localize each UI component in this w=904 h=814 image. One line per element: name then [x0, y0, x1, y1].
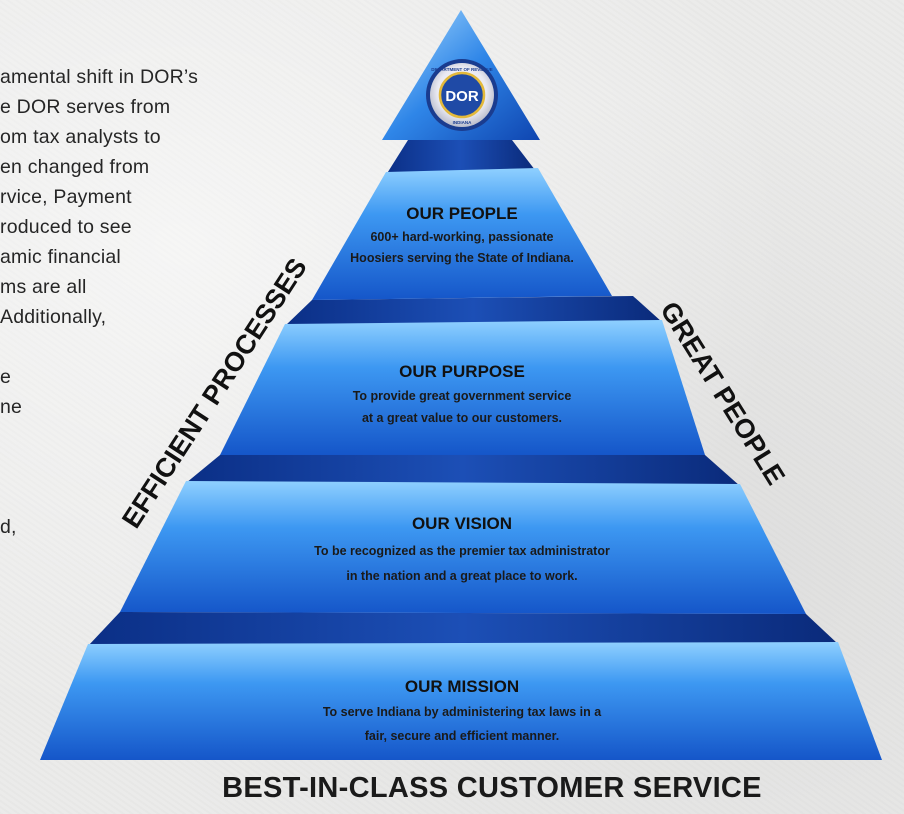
body-text-line: d,: [0, 516, 17, 538]
body-text-line: en changed from: [0, 156, 150, 178]
body-text-line: ne: [0, 396, 23, 418]
tier-people-line-2: Hoosiers serving the State of Indiana.: [350, 251, 574, 265]
tier-mission-title: OUR MISSION: [405, 677, 519, 696]
tier-connector-4: [88, 612, 838, 646]
body-text-line: e: [0, 366, 12, 388]
dor-seal-icon: DOR DEPARTMENT OF REVENUE INDIANA: [426, 59, 498, 131]
tier-vision-title: OUR VISION: [412, 514, 512, 533]
body-text-line: amic financial: [0, 246, 121, 268]
tier-purpose-line-1: To provide great government service: [353, 389, 572, 403]
tier-mission-shape: [40, 642, 882, 760]
body-text-line: om tax analysts to: [0, 126, 161, 148]
tier-purpose-line-2: at a great value to our customers.: [362, 411, 562, 425]
tier-purpose: OUR PURPOSE To provide great government …: [353, 362, 572, 425]
tier-purpose-shape: [220, 320, 705, 455]
body-text-line: e DOR serves from: [0, 96, 171, 118]
tier-vision-shape: [120, 481, 806, 614]
tier-people-line-1: 600+ hard-working, passionate: [370, 230, 553, 244]
tier-purpose-title: OUR PURPOSE: [399, 362, 525, 381]
tier-people-shape: [312, 168, 612, 300]
tier-connector-1: [386, 140, 535, 175]
tier-people-title: OUR PEOPLE: [406, 204, 517, 223]
tier-mission-line-2: fair, secure and efficient manner.: [365, 729, 560, 743]
base-label: BEST-IN-CLASS CUSTOMER SERVICE: [222, 772, 762, 804]
tier-people: OUR PEOPLE 600+ hard-working, passionate…: [350, 204, 574, 265]
body-text-line: rvice, Payment: [0, 186, 132, 208]
seal-center-text: DOR: [445, 88, 479, 105]
tier-vision: OUR VISION To be recognized as the premi…: [314, 514, 610, 583]
body-text-line: ms are all: [0, 276, 87, 298]
tier-vision-line-2: in the nation and a great place to work.: [346, 569, 577, 583]
seal-ring-bottom-text: INDIANA: [453, 120, 472, 125]
body-paragraph: amental shift in DOR’s e DOR serves from o…: [0, 62, 330, 542]
body-text-line: roduced to see: [0, 216, 132, 238]
tier-connector-2: [285, 296, 662, 326]
tier-connector-3: [186, 455, 740, 486]
tier-mission: OUR MISSION To serve Indiana by administ…: [323, 677, 602, 743]
body-text-line: amental shift in DOR’s: [0, 66, 199, 88]
tier-mission-line-1: To serve Indiana by administering tax la…: [323, 705, 602, 719]
seal-ring-top-text: DEPARTMENT OF REVENUE: [431, 67, 492, 72]
body-text-line: Additionally,: [0, 306, 107, 328]
tier-vision-line-1: To be recognized as the premier tax admi…: [314, 544, 610, 558]
